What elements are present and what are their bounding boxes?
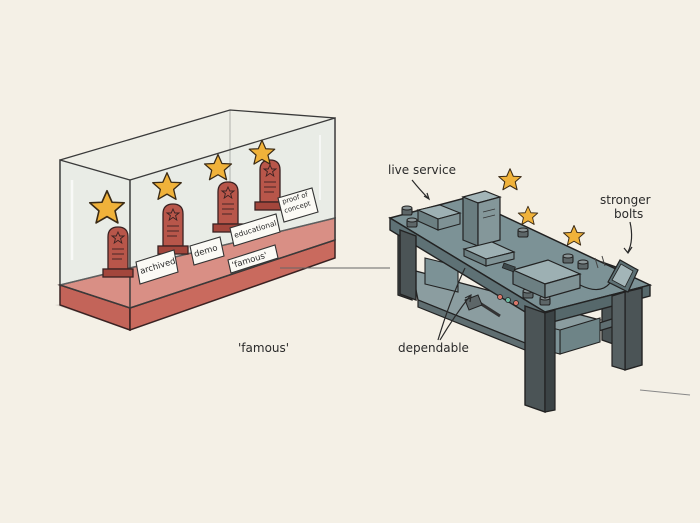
placard-educational: educational bbox=[229, 213, 281, 247]
indicator-light-icon bbox=[513, 300, 519, 306]
placard-proof-of-concept: proof of concept bbox=[277, 187, 319, 223]
hammer-icon bbox=[464, 294, 501, 318]
bolt-icon bbox=[406, 217, 418, 228]
live-service-label: live service bbox=[388, 163, 456, 177]
bolt-icon bbox=[401, 205, 413, 216]
showcase-caption: 'famous' bbox=[238, 341, 289, 355]
indicator-light-icon bbox=[505, 297, 511, 303]
indicator-light-icon bbox=[497, 294, 503, 300]
bolt-icon bbox=[577, 259, 589, 270]
placard-demo: demo bbox=[189, 236, 225, 266]
bolt-icon bbox=[562, 253, 574, 264]
star-icon bbox=[498, 168, 522, 191]
bolt-icon bbox=[517, 227, 529, 238]
stronger-bolts-label-2: bolts bbox=[614, 207, 643, 221]
workbench bbox=[388, 168, 653, 413]
star-icon bbox=[517, 205, 539, 225]
stronger-bolts-label-1: stronger bbox=[600, 193, 651, 207]
star-icon bbox=[563, 225, 585, 246]
dependable-label: dependable bbox=[398, 341, 469, 355]
glass-showcase: archived demo educational proof of conce… bbox=[55, 109, 336, 332]
placard-archived: archived bbox=[135, 249, 179, 285]
